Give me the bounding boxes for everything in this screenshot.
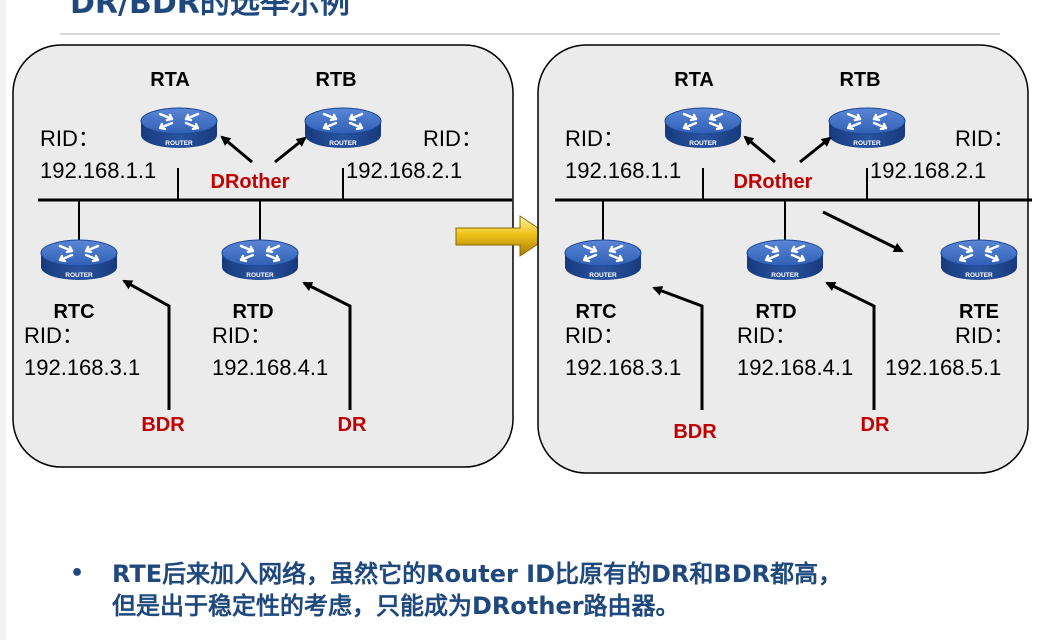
transition-arrow	[455, 215, 551, 257]
drother-arrow-to-rtb	[799, 136, 832, 164]
rtb-rid-label: RID：	[955, 126, 1015, 151]
rtc-rid-value: 192.168.3.1	[565, 355, 681, 380]
rtd-rid-value: 192.168.4.1	[737, 355, 853, 380]
drother-arrow-to-rte	[822, 210, 904, 253]
bdr-arrow-to-rtc	[122, 279, 171, 410]
rtd-name: RTD	[755, 301, 796, 323]
router-rtd-icon: ROUTER	[745, 238, 825, 282]
rtb-rid-value: 192.168.2.1	[870, 158, 986, 183]
panel-after: ROUTER ROUTER ROUTER ROUTER ROUTER RTA R…	[537, 44, 1032, 474]
svg-text:ROUTER: ROUTER	[246, 272, 274, 279]
rtc-rid-label: RID：	[24, 323, 84, 348]
bdr-arrow-to-rtc	[652, 286, 704, 410]
rtd-name: RTD	[232, 301, 273, 323]
svg-text:ROUTER: ROUTER	[689, 140, 717, 147]
drother-arrow-to-rta	[220, 135, 253, 164]
rte-name: RTE	[959, 301, 999, 323]
router-rtc-icon: ROUTER	[39, 238, 119, 282]
router-rtd-icon: ROUTER	[220, 238, 300, 282]
router-rtc-icon: ROUTER	[563, 238, 643, 282]
bullet-marker: •	[70, 561, 85, 586]
slide-title: DR/BDR的选举示例	[70, 0, 350, 21]
router-rta-icon: ROUTER	[139, 106, 219, 150]
rtc-rid-value: 192.168.3.1	[24, 355, 140, 380]
router-rta-icon: ROUTER	[663, 106, 743, 150]
drother-label: DRother	[211, 171, 290, 193]
bdr-label: BDR	[673, 421, 717, 443]
rtc-rid-label: RID：	[565, 323, 625, 348]
svg-text:ROUTER: ROUTER	[329, 140, 357, 147]
panel-before: ROUTER ROUTER ROUTER ROUTER RTA RTB RTC …	[12, 44, 514, 468]
bdr-label: BDR	[141, 414, 185, 436]
rta-name: RTA	[674, 69, 714, 91]
note-line-2: 但是出于稳定性的考虑，只能成为DRother路由器。	[112, 592, 680, 620]
rtc-name: RTC	[53, 301, 94, 323]
svg-text:ROUTER: ROUTER	[589, 272, 617, 279]
rtc-name: RTC	[575, 301, 616, 323]
svg-text:ROUTER: ROUTER	[965, 272, 993, 279]
rta-rid-value: 192.168.1.1	[565, 158, 681, 183]
rta-name: RTA	[150, 69, 190, 91]
dr-arrow-to-rtd	[302, 281, 352, 410]
router-rtb-icon: ROUTER	[827, 106, 907, 150]
rtb-rid-value: 192.168.2.1	[346, 158, 462, 183]
rtb-name: RTB	[839, 69, 880, 91]
rte-rid-label: RID：	[955, 323, 1015, 348]
note-line-1: RTE后来加入网络，虽然它的Router ID比原有的DR和BDR都高，	[112, 560, 843, 588]
svg-text:ROUTER: ROUTER	[165, 140, 193, 147]
dr-label: DR	[861, 414, 890, 436]
rtb-rid-label: RID：	[423, 126, 483, 151]
svg-text:ROUTER: ROUTER	[65, 272, 93, 279]
drother-arrow-to-rtb	[274, 136, 307, 164]
rta-rid-label: RID：	[565, 126, 625, 151]
title-divider	[60, 33, 1000, 35]
rta-rid-value: 192.168.1.1	[40, 158, 156, 183]
dr-label: DR	[338, 414, 367, 436]
svg-text:ROUTER: ROUTER	[771, 272, 799, 279]
left-margin-bar	[0, 0, 6, 640]
rta-rid-label: RID：	[40, 126, 100, 151]
svg-text:ROUTER: ROUTER	[853, 140, 881, 147]
rtd-rid-label: RID：	[212, 323, 272, 348]
drother-label: DRother	[734, 171, 813, 193]
drother-arrow-to-rta	[743, 135, 776, 164]
router-rtb-icon: ROUTER	[303, 106, 383, 150]
rtd-rid-label: RID：	[737, 323, 797, 348]
rtb-name: RTB	[315, 69, 356, 91]
rte-rid-value: 192.168.5.1	[885, 355, 1001, 380]
rtd-rid-value: 192.168.4.1	[212, 355, 328, 380]
dr-arrow-to-rtd	[825, 281, 876, 410]
router-rte-icon: ROUTER	[939, 238, 1019, 282]
